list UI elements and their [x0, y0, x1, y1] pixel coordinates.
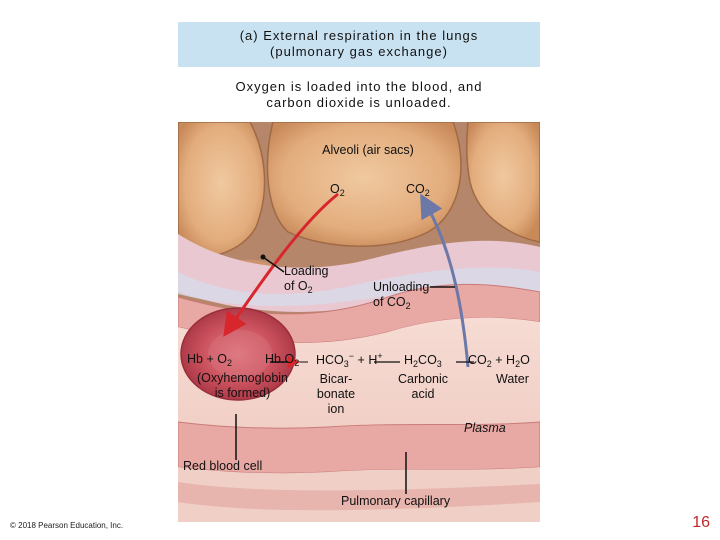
water-label: Water [496, 372, 529, 386]
o2-loading-arrow [223, 192, 339, 337]
figure-title-box: (a) External respiration in the lungs (p… [178, 22, 540, 67]
figure-caption-line-2: carbon dioxide is unloaded. [266, 95, 452, 110]
alveoli-label: Alveoli (air sacs) [322, 143, 414, 157]
carbonic-acid-label: Carbonic acid [397, 372, 449, 401]
plasma-label: Plasma [464, 421, 506, 435]
oxyhemoglobin-formula: Hb.O2 [265, 352, 300, 368]
illustration-artwork [178, 122, 540, 522]
hemoglobin-reactants: Hb + O2 [187, 352, 232, 368]
figure-caption-box: Oxygen is loaded into the blood, and car… [178, 67, 540, 122]
oxyhemoglobin-label: (Oxyhemoglobin is formed) [196, 371, 288, 400]
o2-label: O2 [330, 182, 345, 198]
co2-label: CO2 [406, 182, 430, 198]
lung-gas-exchange-illustration: Alveoli (air sacs) O2 CO2 Loading of O2 … [178, 122, 540, 522]
pulmonary-capillary-label: Pulmonary capillary [341, 494, 451, 508]
loading-label: Loading of O2 [284, 264, 329, 295]
co2-water-formula: CO2 + H2O [468, 353, 530, 369]
figure-title-line-1: (a) External respiration in the lungs [239, 28, 479, 43]
figure-title-line-2: (pulmonary gas exchange) [270, 44, 448, 59]
unloading-label: Unloading of CO2 [373, 280, 430, 311]
page-number: 16 [692, 514, 710, 531]
copyright-notice: © 2018 Pearson Education, Inc. [10, 521, 124, 530]
co2-unloading-arrow [420, 193, 470, 368]
figure-caption-line-1: Oxygen is loaded into the blood, and [235, 79, 483, 94]
red-blood-cell-label: Red blood cell [183, 459, 263, 473]
bicarbonate-ion-label: Bicar- bonate ion [316, 372, 356, 416]
loading-leader-line [262, 256, 285, 273]
bicarbonate-equation: HCO3− + H+ [316, 351, 383, 369]
carbonic-acid-formula: H2CO3 [404, 353, 442, 369]
